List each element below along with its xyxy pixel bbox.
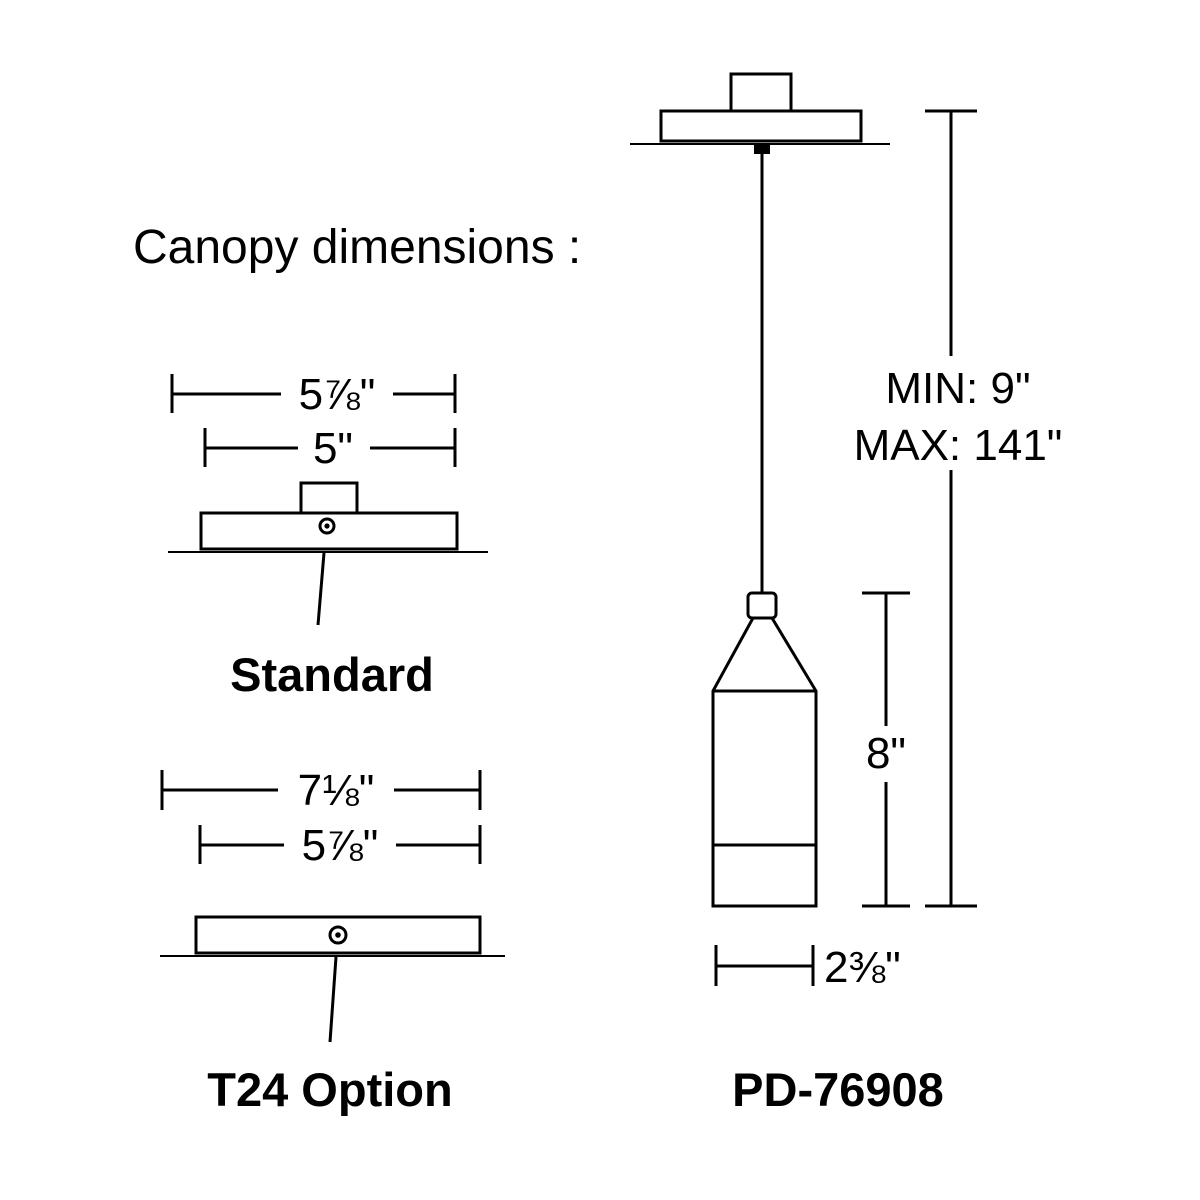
canopy-plate [659, 109, 863, 143]
screw-center [324, 523, 330, 529]
suspension-max-label: MAX: 141" [854, 421, 1063, 470]
t24-canopy-drawing [160, 915, 505, 1043]
suspension-min-label: MIN: 9" [885, 364, 1030, 413]
dim-text-mask [281, 366, 393, 416]
cord [316, 552, 326, 626]
cord-grip [754, 144, 770, 154]
standard-dim-inner [203, 421, 457, 471]
t24-dim-outer [160, 762, 482, 812]
standard-label: Standard [230, 648, 434, 701]
t24-label: T24 Option [207, 1063, 452, 1116]
standard-canopy-drawing [168, 481, 488, 626]
cord [328, 956, 338, 1043]
model-label: PD-76908 [732, 1063, 944, 1116]
dim-text-mask [278, 762, 394, 812]
socket [746, 591, 778, 620]
t24-dim-inner [198, 817, 482, 867]
suspension-dim [845, 109, 1073, 908]
dim-text-mask [298, 421, 370, 471]
screw-center [335, 932, 341, 938]
shade-height-label: 8" [866, 729, 906, 778]
dim-text-mask [284, 817, 396, 867]
standard-dim-outer [170, 366, 457, 416]
bottle-shade [711, 616, 818, 908]
pendant-fixture-drawing [630, 72, 890, 908]
t24-dim-outer-label: 7⅛" [298, 766, 375, 815]
diagram-title: Canopy dimensions : [133, 221, 581, 274]
mounting-box [729, 72, 793, 113]
standard-dim-inner-label: 5" [313, 424, 353, 473]
shade-height-dim [854, 591, 918, 908]
shade-diameter-label: 2⅜" [824, 943, 901, 992]
dim-text-mask [854, 726, 918, 782]
shade-diameter-dim [714, 945, 815, 986]
t24-dim-inner-label: 5⅞" [302, 821, 379, 870]
standard-dim-outer-label: 5⅞" [299, 370, 376, 419]
dim-text-mask [845, 356, 1073, 470]
mounting-box [299, 481, 359, 515]
